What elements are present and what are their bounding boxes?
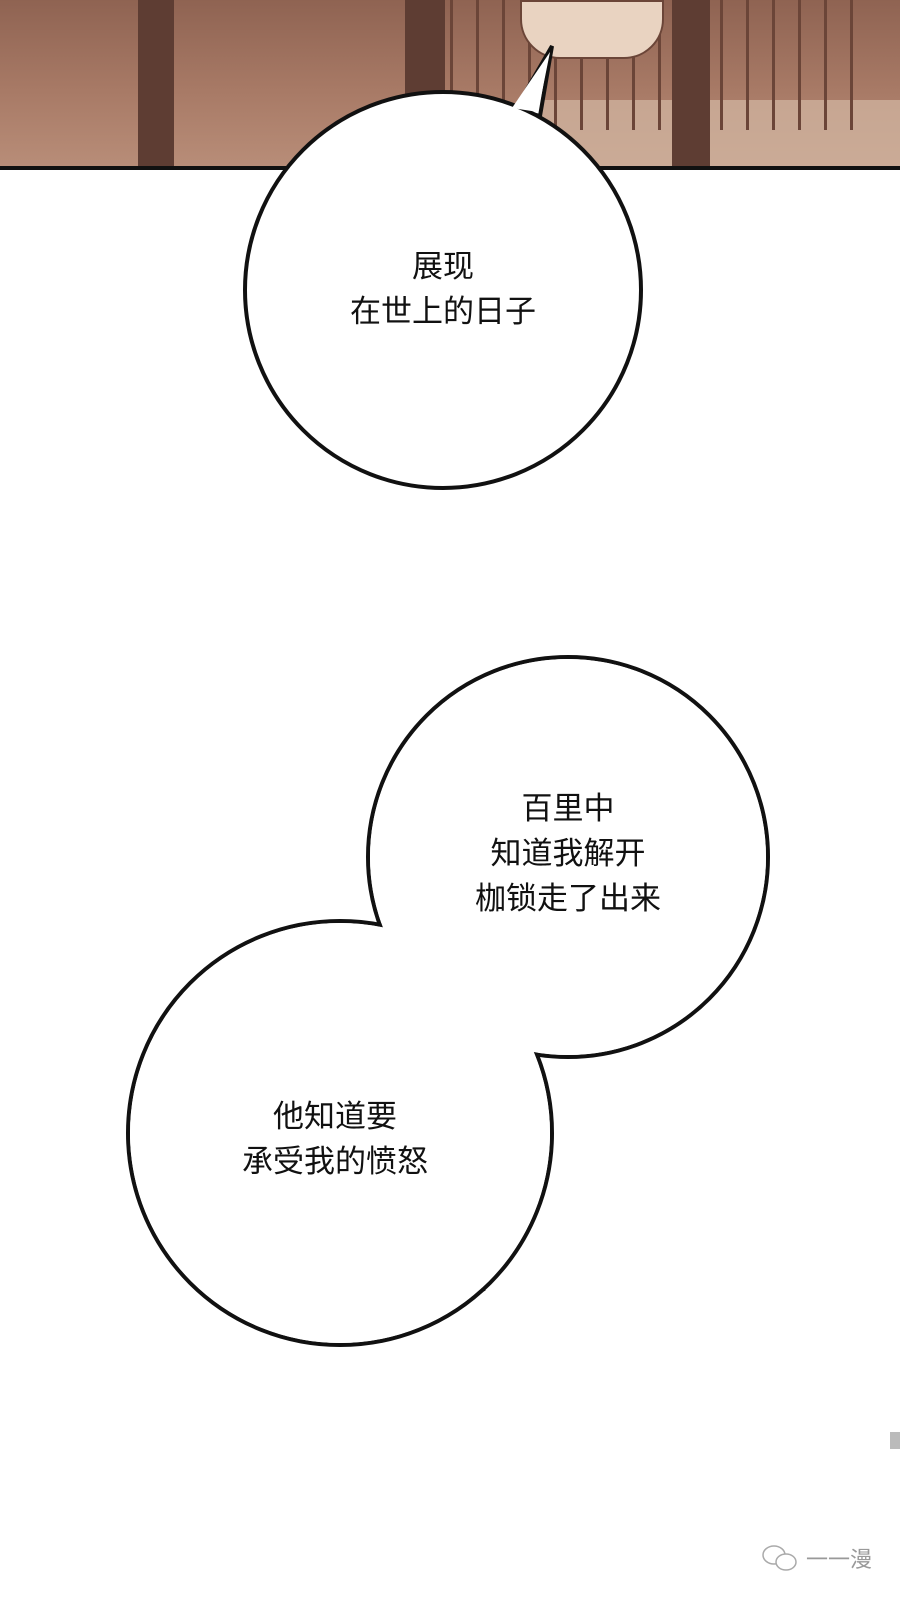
bubble-2-text: 百里中 知道我解开 枷锁走了出来 (475, 787, 661, 922)
prisoner-figure (520, 0, 664, 59)
wechat-icon (762, 1545, 797, 1571)
watermark-text: 一一漫 (806, 1548, 873, 1573)
text-line: 百里中 (521, 791, 615, 827)
comic-panel-prison-scene (0, 0, 900, 170)
pillar (138, 0, 174, 166)
text-line: 知道我解开 (490, 836, 646, 872)
speech-bubble-2 (126, 655, 770, 1347)
bubble-3-text: 他知道要 承受我的愤怒 (242, 1095, 428, 1185)
text-line: 承受我的愤怒 (242, 1144, 428, 1180)
text-line: 他知道要 (273, 1099, 397, 1135)
cell-bars (720, 0, 860, 130)
text-line: 在世上的日子 (350, 294, 536, 330)
speech-bubble-1 (243, 44, 643, 490)
text-line: 展现 (412, 249, 474, 285)
bubble-1-text: 展现 在世上的日子 (350, 245, 536, 335)
text-line: 枷锁走了出来 (475, 881, 661, 917)
pillar (672, 0, 710, 166)
scroll-indicator[interactable] (890, 1432, 900, 1449)
watermark: 一一漫 (760, 1542, 872, 1574)
